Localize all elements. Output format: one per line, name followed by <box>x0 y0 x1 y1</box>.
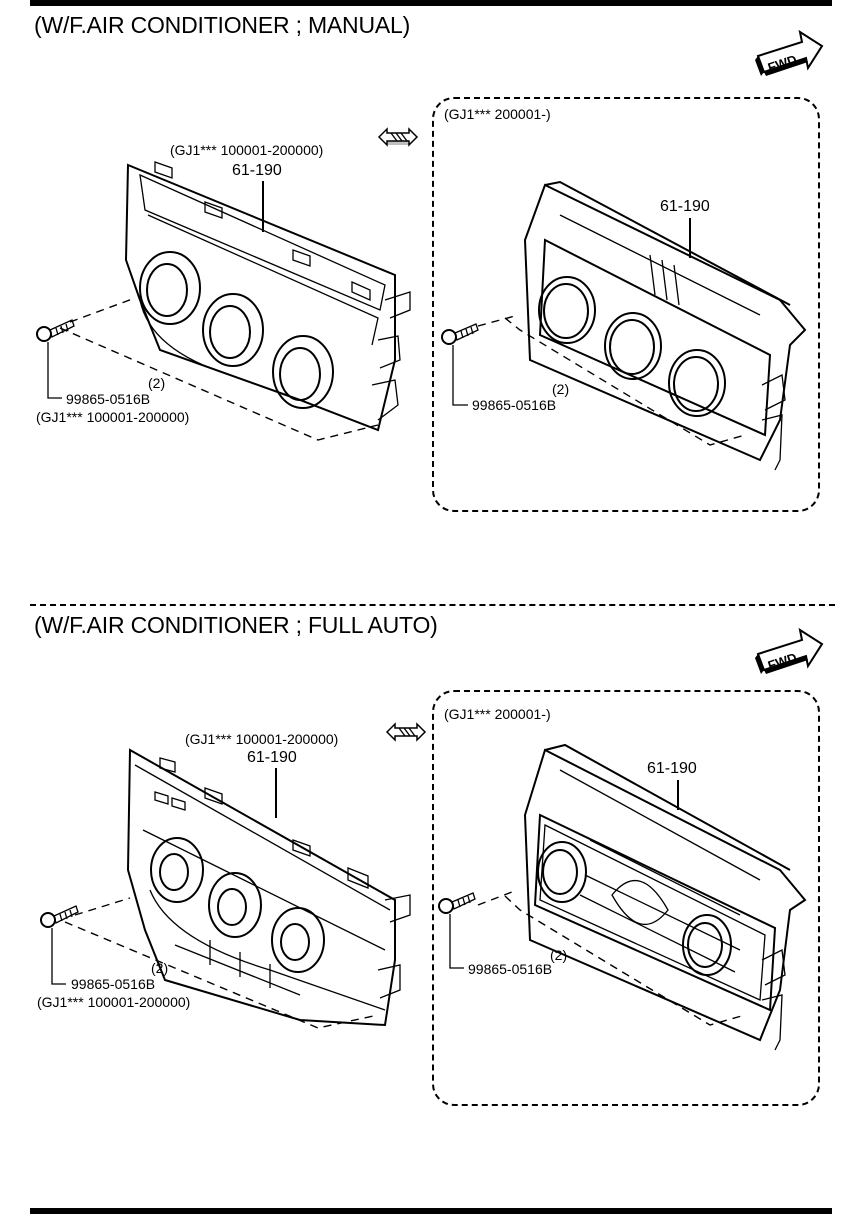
knob-center <box>208 872 262 938</box>
screw-quantity: (2) <box>151 960 169 976</box>
part-number-61-190[interactable]: 61-190 <box>247 749 297 766</box>
serial-range-label: (GJ1*** 200001-) <box>444 706 551 722</box>
knob-right <box>271 907 325 973</box>
serial-range-label: (GJ1*** 100001-200000) <box>185 731 339 747</box>
section-divider <box>30 604 835 606</box>
interchange-arrow-icon <box>377 127 419 147</box>
fwd-arrow-icon: FWD <box>755 627 824 674</box>
screw-part-number[interactable]: 99865-0516B <box>71 976 156 992</box>
screw-part-number[interactable]: 99865-0516B <box>468 961 553 977</box>
screw-serial-range: (GJ1*** 100001-200000) <box>37 994 191 1010</box>
screw-leader-line <box>47 342 62 399</box>
screw-icon <box>441 323 479 345</box>
knob-left <box>150 837 204 903</box>
screw-quantity: (2) <box>552 381 570 397</box>
screw-part-number[interactable]: 99865-0516B <box>472 397 557 413</box>
top-border-rule <box>30 0 832 6</box>
ac-control-panel-auto-early[interactable] <box>0 600 864 1214</box>
screw-quantity: (2) <box>550 947 568 963</box>
screw-part-number[interactable]: 99865-0516B <box>66 391 151 407</box>
serial-range-label: (GJ1*** 100001-200000) <box>170 142 324 158</box>
ac-control-panel-auto-late[interactable] <box>0 600 864 1214</box>
knob-center <box>604 312 662 380</box>
knob-left <box>538 276 596 344</box>
knob-right <box>682 914 732 976</box>
knob-center <box>202 293 264 367</box>
part-number-61-190[interactable]: 61-190 <box>232 162 282 179</box>
screw-quantity: (2) <box>148 375 166 391</box>
screw-icon <box>40 905 79 928</box>
screw-serial-range: (GJ1*** 100001-200000) <box>36 409 190 425</box>
section-title-manual: (W/F.AIR CONDITIONER ; MANUAL) <box>34 12 411 38</box>
knob-right <box>272 335 334 409</box>
screw-icon <box>36 319 75 342</box>
bottom-border-rule <box>30 1208 832 1214</box>
screw-icon <box>438 892 476 914</box>
screw-leader-line <box>51 928 66 985</box>
interchange-arrow-icon <box>385 722 427 742</box>
ac-control-panel-manual-late[interactable] <box>0 0 864 600</box>
variant-box-later-auto <box>432 690 820 1106</box>
variant-box-later-manual <box>432 97 820 512</box>
fwd-arrow-icon: FWD <box>755 29 824 76</box>
screw-leader-line <box>452 345 468 406</box>
center-display <box>611 879 669 926</box>
part-number-61-190[interactable]: 61-190 <box>660 198 710 215</box>
ac-control-panel-manual-early[interactable] <box>0 0 864 600</box>
knob-right <box>668 349 726 417</box>
panel-frame <box>523 748 807 1042</box>
part-number-61-190[interactable]: 61-190 <box>647 760 697 777</box>
section-title-full-auto: (W/F.AIR CONDITIONER ; FULL AUTO) <box>34 612 438 638</box>
knob-left <box>537 841 587 903</box>
screw-leader-line <box>449 914 464 969</box>
serial-range-label: (GJ1*** 200001-) <box>444 106 551 122</box>
knob-left <box>139 251 201 325</box>
panel-frame <box>523 183 807 462</box>
